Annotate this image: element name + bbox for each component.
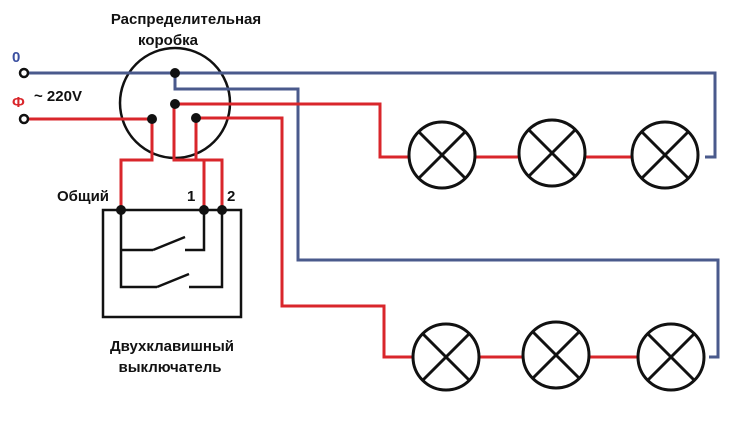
- neutral-terminal: [18, 67, 30, 79]
- lamp-lower-2: [521, 320, 591, 390]
- voltage-label: ~ 220V: [34, 88, 82, 105]
- lamp-upper-1: [407, 120, 477, 190]
- switch-output-1-wire: [172, 104, 206, 210]
- phase-label: Ф: [12, 94, 25, 111]
- neutral-label: 0: [12, 49, 20, 66]
- phase-to-common-wire: [27, 117, 154, 210]
- junction-box-title-line1: Распределительная: [111, 11, 261, 28]
- output-1-label: 1: [187, 188, 195, 205]
- switch-common-node: [116, 205, 126, 215]
- lamp-upper-2: [517, 118, 587, 188]
- neutral-wire-lower: [173, 73, 720, 359]
- lamp-lower-1: [411, 322, 481, 392]
- phase-terminal: [18, 113, 30, 125]
- junction-switched-node-2: [191, 113, 201, 123]
- switch-output-2-node: [217, 205, 227, 215]
- junction-phase-node: [147, 114, 157, 124]
- output-2-label: 2: [227, 188, 235, 205]
- junction-box-title-line2: коробка: [138, 32, 199, 49]
- switch-key-2: [156, 272, 190, 289]
- lamp-upper-3: [630, 120, 700, 190]
- switch-key-1: [152, 235, 186, 252]
- double-switch-body: [101, 208, 243, 319]
- switch-title-line2: выключатель: [119, 359, 222, 376]
- switch-output-1-node: [199, 205, 209, 215]
- neutral-wire-upper: [27, 71, 717, 159]
- common-terminal-label: Общий: [57, 188, 109, 205]
- junction-neutral-node: [170, 68, 180, 78]
- lamp-lower-3: [636, 322, 706, 392]
- switch-title-line1: Двухклавишный: [110, 338, 234, 355]
- switched-wire-lower-row: [196, 116, 414, 359]
- junction-switched-node: [170, 99, 180, 109]
- switch-output-2-wire: [194, 118, 224, 210]
- switch-contacts: [119, 210, 224, 289]
- switched-wire-upper-row: [175, 102, 410, 159]
